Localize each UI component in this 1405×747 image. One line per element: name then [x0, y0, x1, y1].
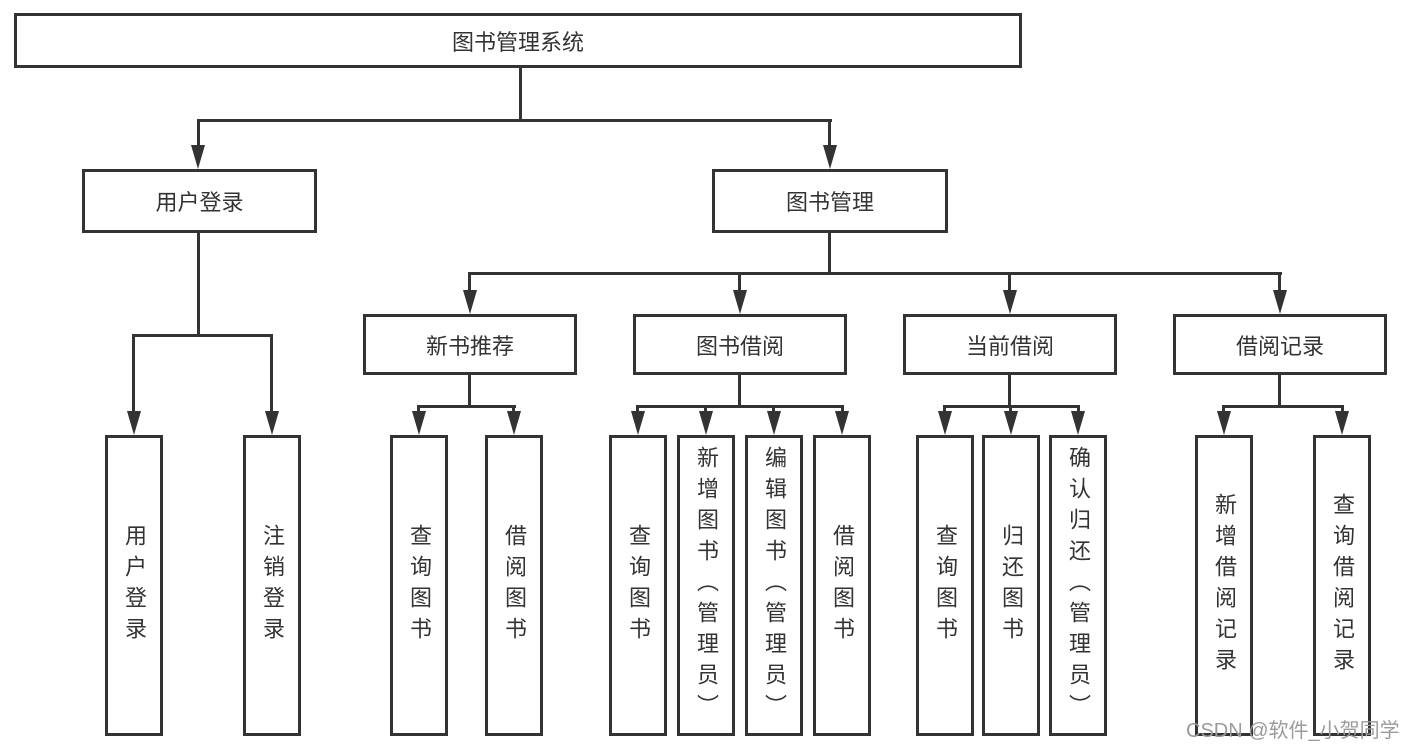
leaf-query-books-current: 查询图书: [916, 435, 974, 736]
connector-book-management-branch: [468, 272, 1282, 275]
connector-drop: [841, 405, 844, 413]
arrowhead-down-icon: [507, 411, 521, 435]
connector-stub: [738, 375, 741, 408]
node-borrowing-records: 借阅记录: [1173, 314, 1387, 375]
leaf-edit-books-admin: 编辑图书（管理员）: [745, 435, 803, 736]
node-book-management: 图书管理: [712, 169, 948, 233]
connector-drop: [636, 405, 639, 413]
connector-root-branch: [197, 119, 832, 122]
connector-drop: [1077, 405, 1080, 413]
node-new-book-recommendation: 新书推荐: [363, 314, 577, 375]
connector-root-stub: [519, 65, 522, 122]
node-label: 当前借阅: [965, 333, 1054, 359]
arrowhead-down-icon: [127, 411, 141, 435]
connector-drop: [132, 334, 135, 413]
node-book-borrowing: 图书借阅: [633, 314, 847, 375]
connector-user-login-stub: [197, 233, 200, 337]
node-label: 查询图书: [407, 523, 432, 648]
connector-drop: [417, 405, 420, 413]
node-label: 新书推荐: [425, 333, 514, 359]
connector-drop: [197, 119, 200, 147]
connector-user-login-branch: [132, 334, 273, 337]
node-label: 编辑图书（管理员）: [762, 446, 787, 725]
connector-drop: [468, 272, 471, 292]
node-label: 查询图书: [626, 523, 651, 648]
csdn-watermark: CSDN @软件_小贺同学: [1186, 720, 1400, 742]
leaf-confirm-return-admin: 确认归还（管理员）: [1049, 435, 1107, 736]
node-label: 用户登录: [122, 523, 147, 648]
node-label: 新增借阅记录: [1212, 492, 1237, 679]
connector-drop: [704, 405, 707, 413]
connector-branch: [417, 405, 516, 408]
node-current-borrowing: 当前借阅: [903, 314, 1117, 375]
arrowhead-down-icon: [265, 411, 279, 435]
leaf-borrow-books-recommend: 借阅图书: [485, 435, 543, 736]
node-label: 借阅记录: [1235, 333, 1324, 359]
arrowhead-down-icon: [938, 411, 952, 435]
arrowhead-down-icon: [412, 411, 426, 435]
node-label: 查询借阅记录: [1330, 492, 1355, 679]
connector-drop: [1009, 405, 1012, 413]
connector-book-management-stub: [828, 233, 831, 275]
connector-branch: [636, 405, 844, 408]
node-label: 借阅图书: [830, 523, 855, 648]
node-label: 用户登录: [155, 190, 244, 215]
connector-branch: [1222, 405, 1344, 408]
connector-drop: [1278, 272, 1281, 292]
node-label: 图书借阅: [695, 333, 784, 359]
arrowhead-down-icon: [699, 411, 713, 435]
connector-drop: [738, 272, 741, 292]
node-label: 确认归还（管理员）: [1066, 446, 1091, 725]
leaf-query-books-recommend: 查询图书: [390, 435, 448, 736]
node-label: 借阅图书: [502, 523, 527, 648]
connector-drop: [270, 334, 273, 413]
arrowhead-down-icon: [1335, 411, 1349, 435]
arrowhead-down-icon: [463, 290, 477, 314]
leaf-logout: 注销登录: [243, 435, 301, 736]
node-label: 注销登录: [260, 523, 285, 648]
arrowhead-down-icon: [1273, 290, 1287, 314]
arrowhead-down-icon: [1217, 411, 1231, 435]
arrowhead-down-icon: [835, 411, 849, 435]
connector-drop: [772, 405, 775, 413]
node-label: 归还图书: [999, 523, 1024, 648]
node-label: 图书管理: [785, 190, 874, 215]
connector-drop: [1341, 405, 1344, 413]
leaf-borrow-books-borrowing: 借阅图书: [813, 435, 871, 736]
leaf-query-borrow-record: 查询借阅记录: [1313, 435, 1371, 736]
connector-drop: [1222, 405, 1225, 413]
arrowhead-down-icon: [733, 290, 747, 314]
arrowhead-down-icon: [1004, 411, 1018, 435]
arrowhead-down-icon: [1003, 290, 1017, 314]
leaf-query-books-borrowing: 查询图书: [609, 435, 667, 736]
connector-stub: [1278, 375, 1281, 408]
arrowhead-down-icon: [823, 145, 837, 169]
connector-stub: [1008, 375, 1011, 408]
connector-drop: [943, 405, 946, 413]
connector-drop: [1008, 272, 1011, 292]
leaf-add-books-admin: 新增图书（管理员）: [677, 435, 735, 736]
node-label: 查询图书: [933, 523, 958, 648]
leaf-user-login: 用户登录: [105, 435, 163, 736]
arrowhead-down-icon: [631, 411, 645, 435]
leaf-return-books: 归还图书: [982, 435, 1040, 736]
node-label: 图书管理系统: [451, 29, 584, 55]
connector-drop: [512, 405, 515, 413]
leaf-add-borrow-record: 新增借阅记录: [1195, 435, 1253, 736]
node-user-login: 用户登录: [82, 169, 317, 233]
node-library-management-system: 图书管理系统: [14, 13, 1022, 68]
arrowhead-down-icon: [1071, 411, 1085, 435]
node-label: 新增图书（管理员）: [694, 446, 719, 725]
arrowhead-down-icon: [767, 411, 781, 435]
arrowhead-down-icon: [191, 145, 205, 169]
connector-drop: [828, 119, 831, 147]
connector-stub: [468, 375, 471, 408]
